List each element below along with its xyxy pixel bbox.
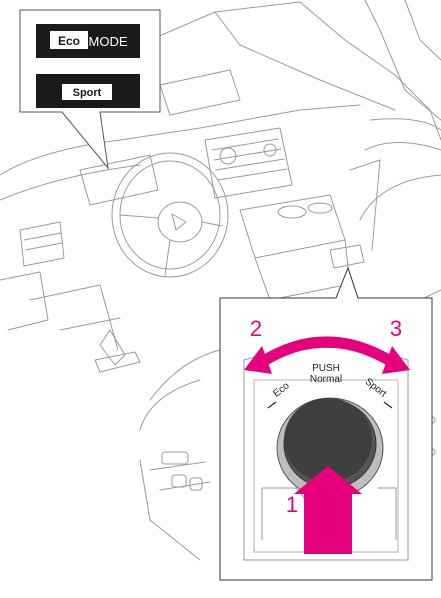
step-1-label: 1 xyxy=(286,492,298,517)
eco-badge-label: Eco xyxy=(58,34,80,48)
step-2-label: 2 xyxy=(250,316,262,341)
car-interior-illustration xyxy=(0,0,441,561)
drive-mode-knob[interactable] xyxy=(276,397,384,499)
rotate-arrow xyxy=(244,336,410,374)
mode-label: MODE xyxy=(89,34,128,49)
sport-badge-label: Sport xyxy=(73,87,102,99)
push-arrow xyxy=(294,466,362,554)
push-label: PUSH xyxy=(312,363,340,374)
sport-mode-indicator: Sport xyxy=(36,74,140,108)
step-3-label: 3 xyxy=(390,316,402,341)
normal-label: Normal xyxy=(310,374,342,385)
drive-mode-dial-callout: PUSH Normal Eco Sport 2 3 1 xyxy=(219,266,433,581)
eco-mode-indicator: Eco MODE xyxy=(36,24,140,58)
mode-indicator-callout: Eco MODE Sport xyxy=(19,9,161,170)
